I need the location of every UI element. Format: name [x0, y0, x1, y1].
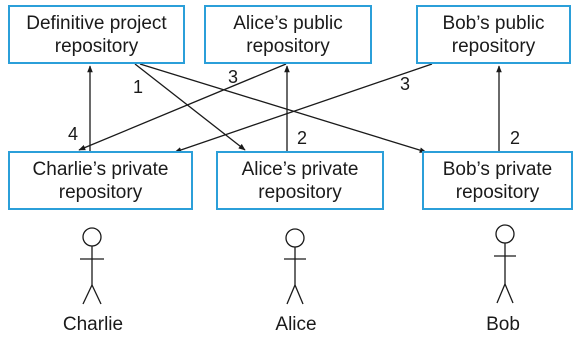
alice-person-icon [284, 228, 306, 305]
bob-public-repository-box: Bob’s public repository [416, 5, 571, 64]
box-line-1: Definitive project [26, 12, 167, 34]
arrow-3-bob-public-to-charlie-private [174, 63, 433, 153]
box-line-2: repository [455, 181, 540, 203]
step-label-3-bob: 3 [400, 74, 411, 94]
step-label-1: 1 [133, 77, 144, 97]
bob-person-icon [494, 224, 516, 304]
box-line-2: repository [246, 35, 330, 57]
bob-private-repository-box: Bob’s private repository [422, 151, 573, 210]
box-line-2: repository [258, 181, 342, 203]
person-name-bob: Bob [486, 314, 520, 335]
step-label-3-alice: 3 [228, 67, 239, 87]
arrow-1-definitive-to-alice-private [134, 63, 246, 151]
box-line-2: repository [58, 181, 143, 203]
person-name-alice: Alice [275, 314, 317, 335]
charlie-private-repository-box: Charlie’s private repository [8, 151, 193, 210]
alice-public-repository-box: Alice’s public repository [204, 5, 372, 64]
box-line-1: Charlie’s private [32, 158, 169, 180]
person-name-charlie: Charlie [62, 314, 124, 335]
alice-private-repository-box: Alice’s private repository [216, 151, 384, 210]
charlie-person-icon [80, 227, 104, 305]
arrow-3-alice-public-to-charlie-private [78, 63, 287, 151]
step-label-2-bob: 2 [510, 128, 521, 148]
box-line-2: repository [54, 35, 139, 57]
box-line-1: Alice’s private [241, 158, 359, 180]
box-line-1: Alice’s public [233, 12, 343, 34]
box-line-1: Bob’s private [442, 158, 553, 180]
step-label-4: 4 [68, 124, 79, 144]
definitive-project-repository-box: Definitive project repository [8, 5, 185, 64]
box-line-1: Bob’s public [442, 12, 545, 34]
box-line-2: repository [451, 35, 536, 57]
step-label-2-alice: 2 [297, 128, 308, 148]
arrow-1-definitive-to-bob-private [139, 63, 427, 153]
